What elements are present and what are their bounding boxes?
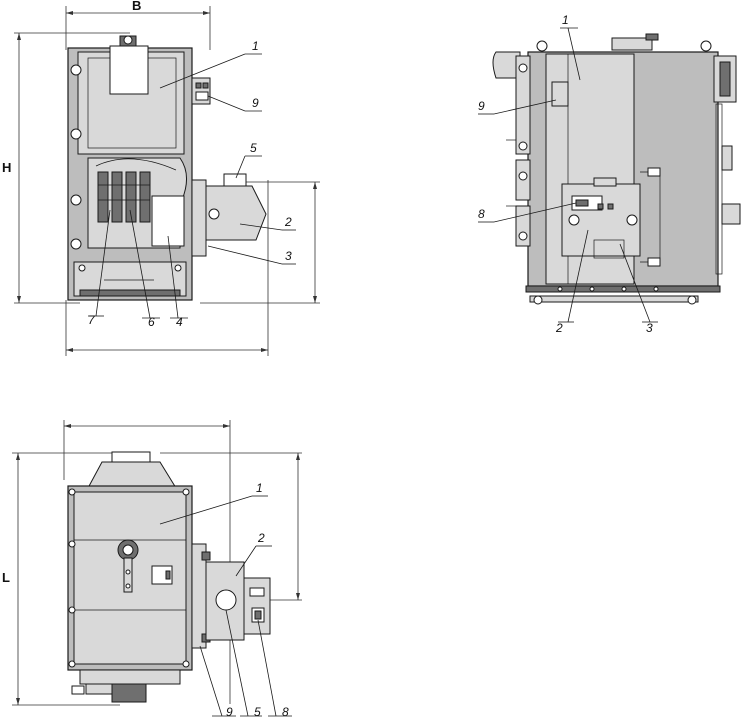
callout-front-3: 3 [285,249,292,263]
top-view: L [2,420,302,706]
dimension-b-label: B [132,0,141,13]
callout-front-6: 6 [148,315,155,329]
dimension-h-label: H [2,160,11,175]
top-callouts: 1 2 9 5 8 [159,481,292,719]
callout-top-5: 5 [254,705,261,719]
callout-front-1: 1 [252,39,259,53]
callout-side-2: 2 [555,321,563,335]
dimension-l-label: L [2,570,10,585]
side-callouts: 1 9 8 2 3 [478,13,658,335]
callout-side-1: 1 [562,13,569,27]
callout-top-9: 9 [226,705,233,719]
callout-top-8: 8 [282,705,289,719]
callout-side-8: 8 [478,207,485,221]
callout-front-7: 7 [88,313,96,327]
callout-front-2: 2 [284,215,292,229]
front-callouts: 1 9 5 2 3 4 6 7 [88,39,296,329]
callout-top-1: 1 [256,481,263,495]
callout-front-4: 4 [176,315,183,329]
callout-front-9: 9 [252,96,259,110]
callout-top-2: 2 [257,531,265,545]
front-view: B H [2,0,320,356]
callout-front-5: 5 [250,141,257,155]
callout-side-9: 9 [478,99,485,113]
callout-side-3: 3 [646,321,653,335]
side-view [492,33,741,305]
